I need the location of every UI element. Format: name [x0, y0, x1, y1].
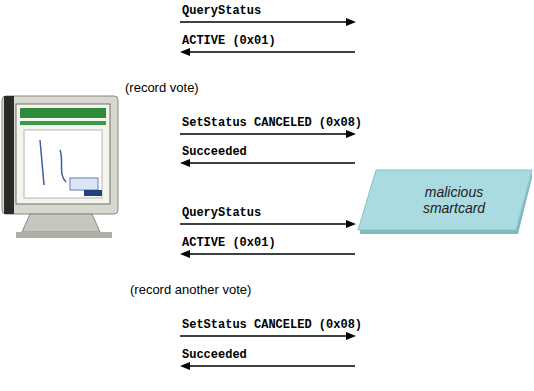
step-note: (record vote) [125, 80, 199, 96]
message-label: ACTIVE (0x01) [182, 236, 276, 250]
message-label: QueryStatus [182, 206, 261, 220]
message-label: ACTIVE (0x01) [182, 34, 276, 48]
smartcard-label: malicious smartcard [412, 184, 496, 216]
message-label: SetStatus CANCELED (0x08) [182, 318, 362, 332]
message-label: SetStatus CANCELED (0x08) [182, 116, 362, 130]
message-label: QueryStatus [182, 4, 261, 18]
step-note: (record another vote) [130, 282, 251, 298]
message-label: Succeeded [182, 145, 247, 159]
message-label: Succeeded [182, 348, 247, 362]
smartcard-shape: malicious smartcard [356, 166, 534, 234]
